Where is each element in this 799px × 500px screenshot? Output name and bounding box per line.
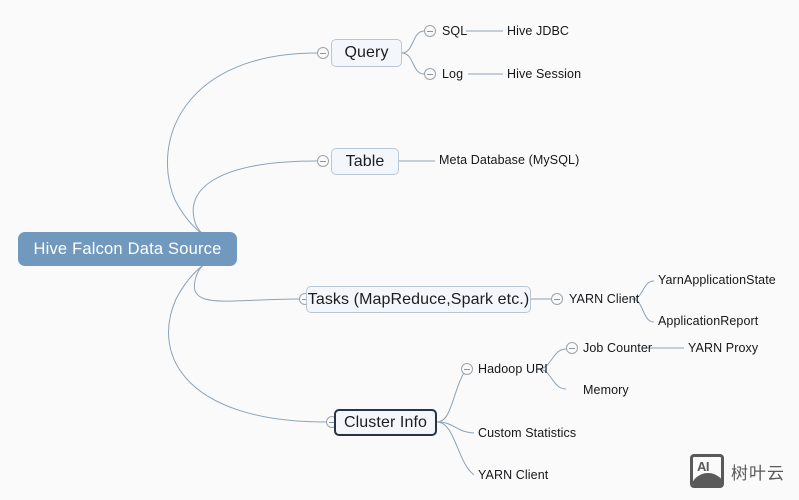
leaf-yarn-proxy[interactable]: YARN Proxy [688, 341, 759, 355]
branch-node-table-label: Table [345, 152, 385, 170]
leaf-application-report[interactable]: ApplicationReport [658, 314, 759, 328]
leaf-hadoop-uri[interactable]: Hadoop URI [478, 362, 548, 376]
branch-node-tasks-label: Tasks (MapReduce,Spark etc.) [307, 290, 530, 308]
collapse-minus-icon-query[interactable] [317, 47, 329, 59]
branch-node-tasks[interactable]: Tasks (MapReduce,Spark etc.) [306, 286, 531, 313]
ai-image-placeholder-icon: AI [690, 454, 724, 488]
leaf-memory[interactable]: Memory [583, 383, 629, 397]
branch-node-table[interactable]: Table [331, 148, 399, 175]
watermark: AI 树叶云 [690, 454, 785, 488]
root-node-label: Hive Falcon Data Source [33, 239, 222, 258]
branch-node-cluster-info[interactable]: Cluster Info [334, 409, 437, 436]
leaf-yarn-client-cluster[interactable]: YARN Client [478, 468, 549, 482]
leaf-job-counter[interactable]: Job Counter [583, 341, 653, 355]
watermark-text: 树叶云 [731, 463, 785, 484]
leaf-yarn-application-state[interactable]: YarnApplicationState [658, 273, 776, 287]
branch-node-cluster-info-label: Cluster Info [344, 413, 428, 431]
branch-node-query[interactable]: Query [331, 39, 402, 67]
collapse-minus-icon-hadoop-uri[interactable] [461, 363, 473, 375]
leaf-hive-session[interactable]: Hive Session [507, 67, 582, 81]
leaf-custom-statistics[interactable]: Custom Statistics [478, 426, 577, 440]
leaf-yarn-client[interactable]: YARN Client [569, 292, 640, 306]
collapse-minus-icon-log[interactable] [424, 68, 436, 80]
leaf-hive-jdbc[interactable]: Hive JDBC [507, 24, 570, 38]
collapse-minus-icon-sql[interactable] [424, 25, 436, 37]
watermark-badge-text: AI [697, 459, 710, 474]
branch-node-query-label: Query [344, 44, 389, 61]
collapse-minus-icon-table[interactable] [317, 155, 329, 167]
watermark-hill-shape-2 [707, 478, 721, 485]
leaf-meta-database[interactable]: Meta Database (MySQL) [439, 153, 580, 167]
leaf-sql[interactable]: SQL [442, 24, 468, 38]
collapse-minus-icon-yarn-client[interactable] [551, 293, 563, 305]
leaf-log[interactable]: Log [442, 67, 464, 81]
root-node[interactable]: Hive Falcon Data Source [18, 232, 237, 266]
collapse-minus-icon-job-counter[interactable] [566, 342, 578, 354]
